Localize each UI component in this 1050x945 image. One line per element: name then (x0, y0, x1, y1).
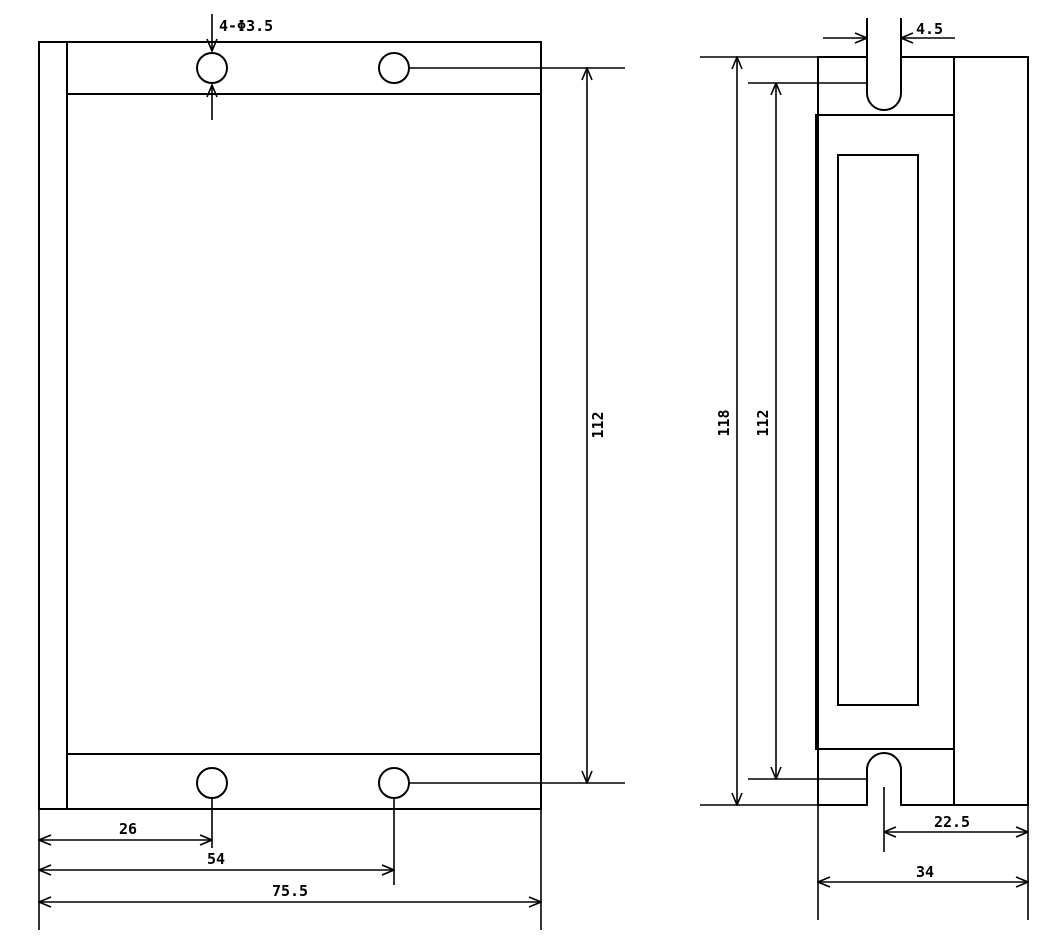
side-flange-outline (817, 56, 1029, 806)
front-outline (38, 41, 542, 810)
dim-label-slot-width: 4.5 (916, 20, 943, 38)
mounting-hole-top-left (196, 52, 228, 84)
mounting-hole-bottom-left (196, 767, 228, 799)
dim-label-75-5: 75.5 (272, 882, 308, 900)
side-view: 4.5 118 112 22.5 34 (700, 18, 1029, 920)
dim-label-54: 54 (207, 850, 225, 868)
dim-label-26: 26 (119, 820, 137, 838)
front-view: 4-Φ3.5 112 26 54 75.5 (38, 14, 625, 930)
dim-label-hole-spacing: 112 (589, 411, 607, 438)
side-panel-recess (837, 154, 919, 706)
side-body (815, 114, 955, 750)
dim-label-slot-spacing: 112 (754, 409, 772, 436)
hole-callout-label: 4-Φ3.5 (219, 17, 273, 35)
mounting-hole-bottom-right (378, 767, 410, 799)
dim-label-34: 34 (916, 863, 934, 881)
dim-label-118: 118 (715, 409, 733, 436)
dim-label-22-5: 22.5 (934, 813, 970, 831)
mounting-hole-top-right (378, 52, 410, 84)
